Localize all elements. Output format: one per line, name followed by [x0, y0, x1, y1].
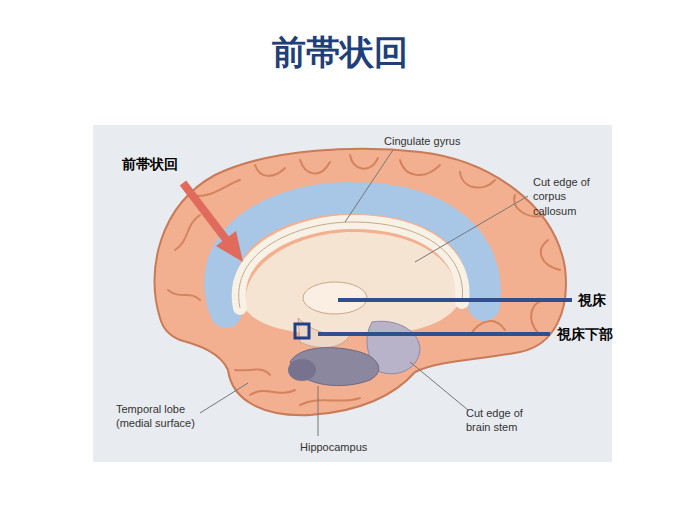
- pointer-line: [318, 332, 550, 336]
- hippocampus-head: [288, 359, 316, 381]
- title: 前帯状回: [0, 30, 680, 76]
- gyri: [168, 155, 560, 405]
- leader-lines: [200, 150, 528, 436]
- part-label: Hippocampus: [300, 440, 390, 454]
- part-label: Temporal lobe (medial surface): [116, 402, 208, 431]
- region-label: 視床下部: [557, 326, 613, 344]
- pointer-line: [338, 298, 572, 302]
- marker-square: [295, 324, 309, 338]
- cortex: [155, 149, 566, 415]
- red-arrow: [183, 183, 228, 242]
- panel: [93, 125, 612, 462]
- part-label: Cut edge of brain stem: [466, 406, 538, 435]
- region-label: 前帯状回: [122, 156, 178, 174]
- red-arrowhead: [216, 231, 243, 262]
- part-label: Cingulate gyrus: [384, 134, 494, 148]
- region-label: 視床: [578, 292, 606, 310]
- part-label: Cut edge of corpus callosum: [533, 175, 597, 218]
